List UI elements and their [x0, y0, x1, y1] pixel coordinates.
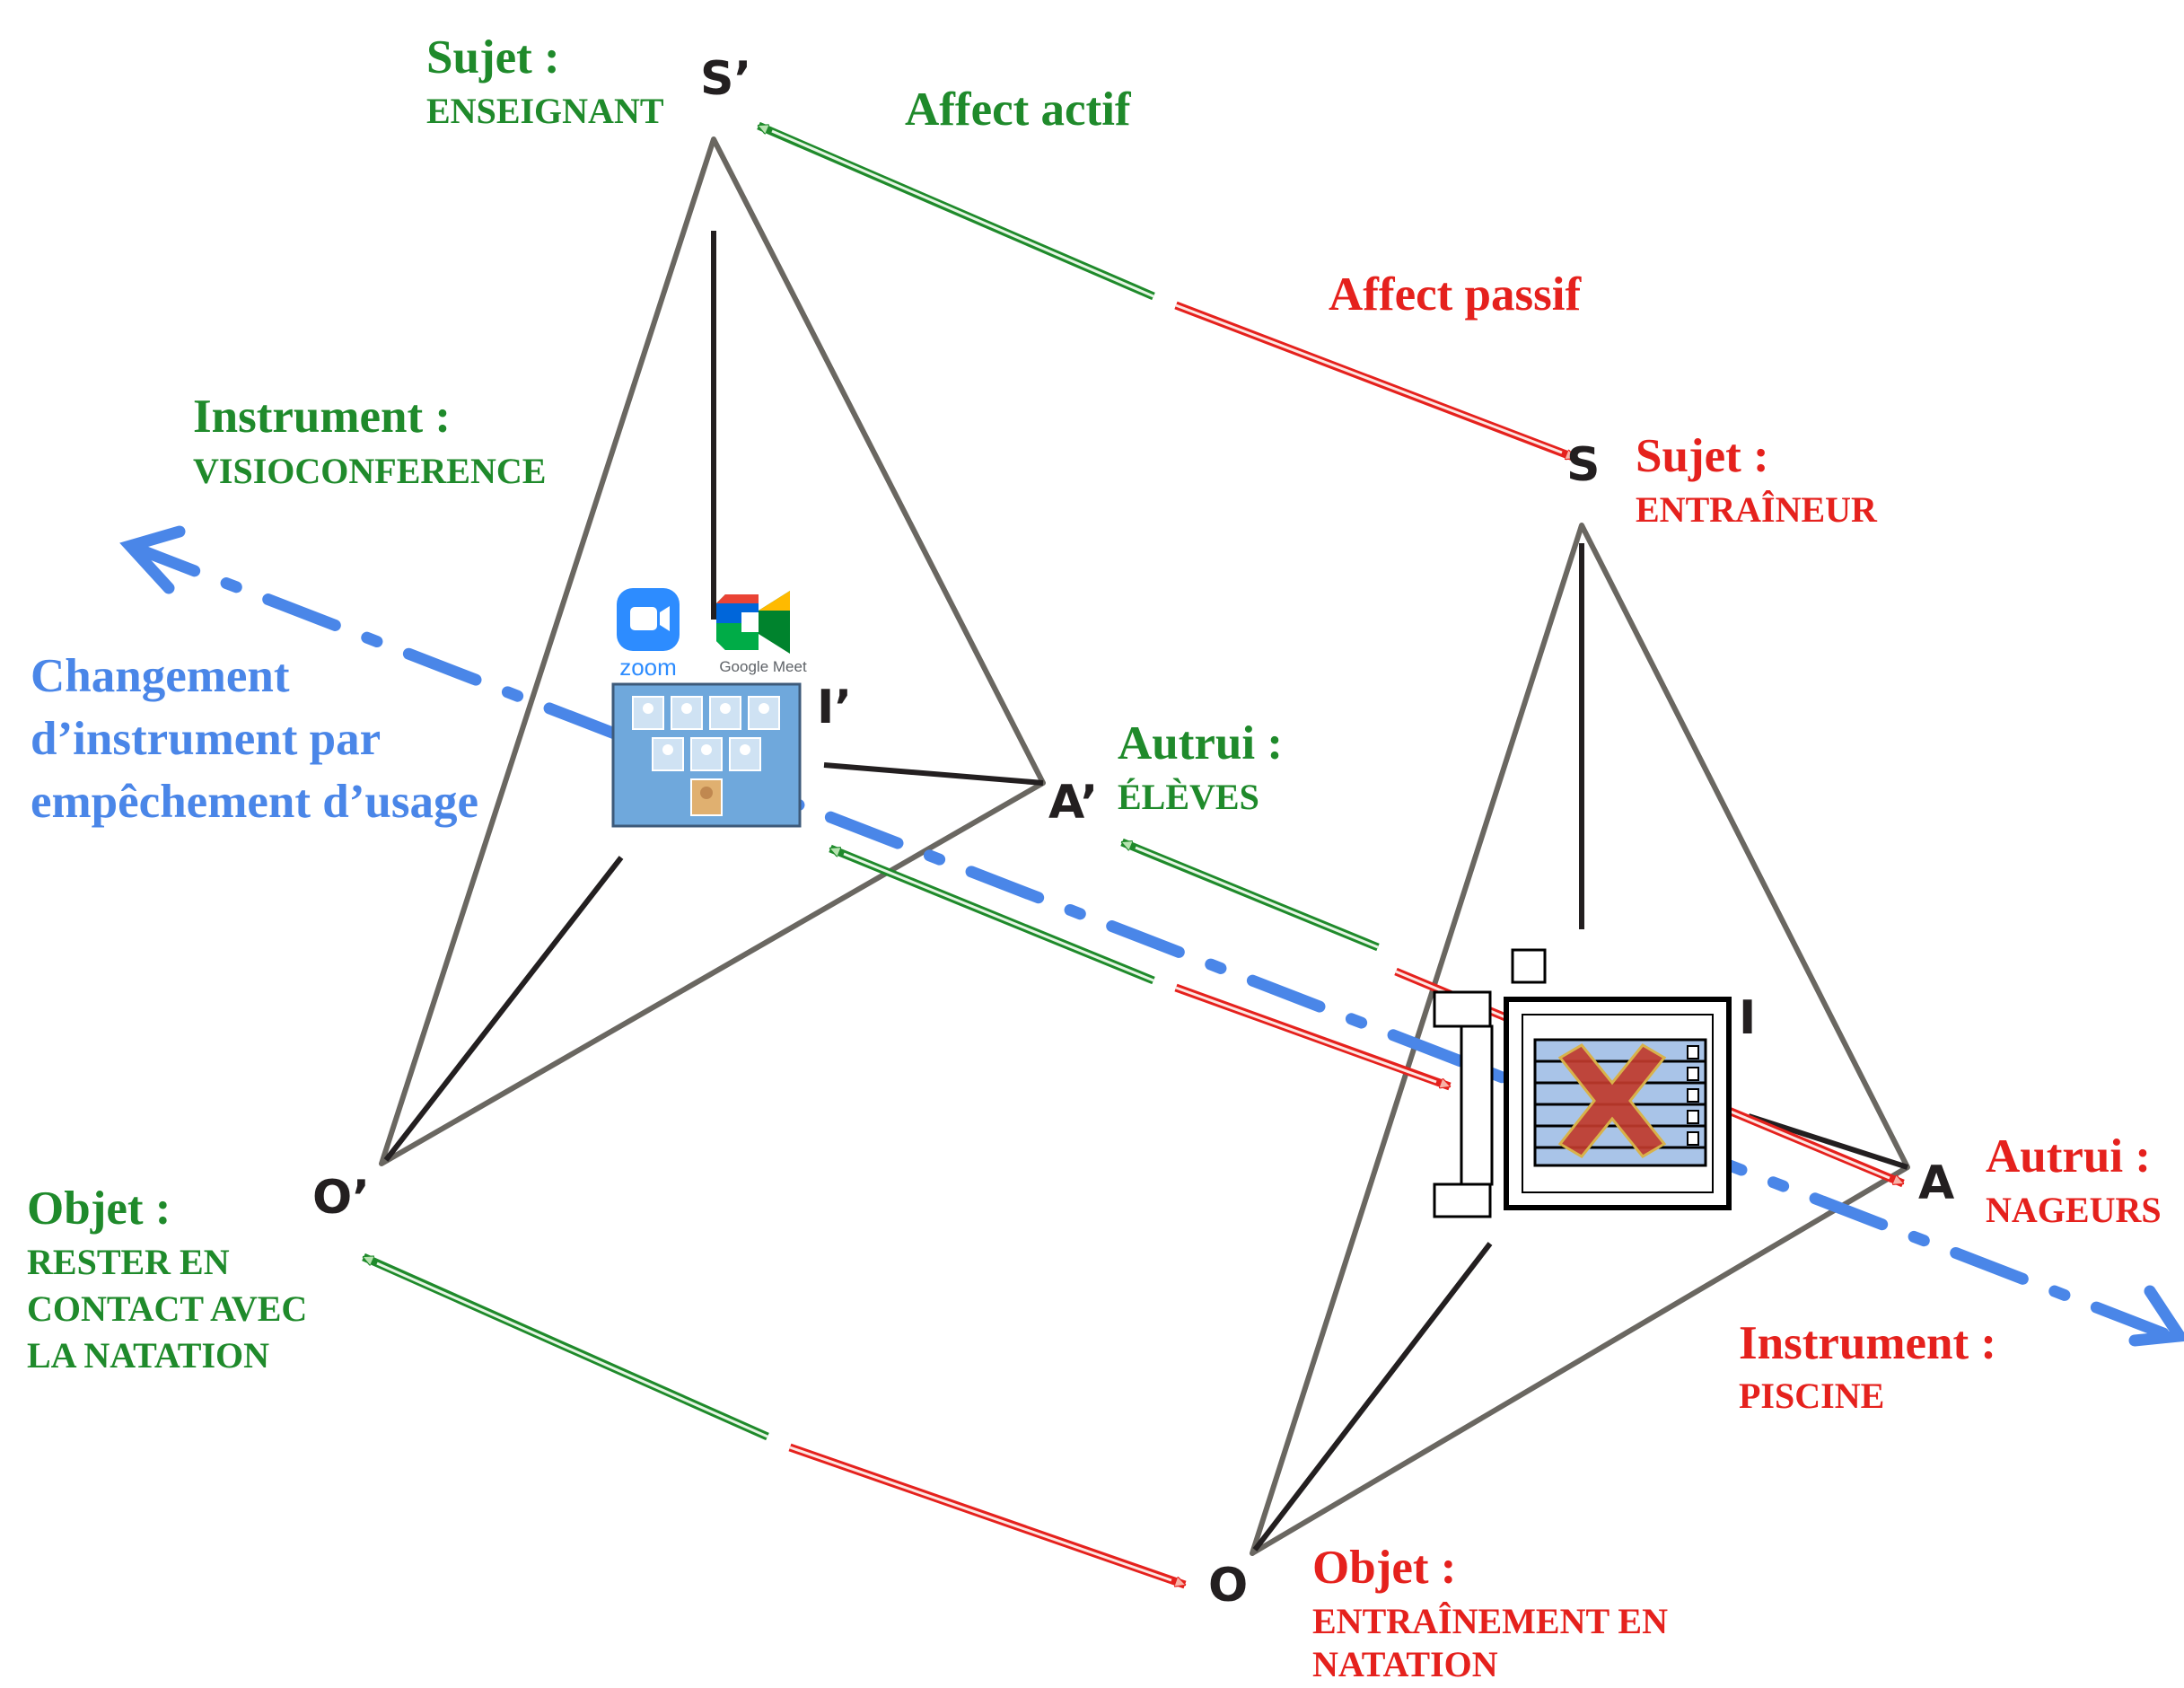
left-edge-i-a	[823, 762, 1044, 786]
left-edge-i-o	[383, 856, 624, 1162]
right-other-title: Autrui :	[1986, 1130, 2152, 1182]
left-tetrahedron	[379, 136, 1046, 1166]
affect-passive-label: Affect passif	[1329, 268, 1582, 321]
svg-text:Google Meet: Google Meet	[719, 658, 807, 675]
right-subject-title: Sujet :	[1636, 430, 1769, 482]
right-other-value: NAGEURS	[1986, 1190, 2162, 1230]
left-other-title: Autrui :	[1118, 717, 1284, 769]
right-edge-i-o	[1252, 1242, 1493, 1552]
vertex-a: A	[1918, 1156, 1955, 1210]
affect-active-label: Affect actif	[905, 84, 1131, 136]
right-instrument-value: PISCINE	[1739, 1376, 1885, 1416]
right-instrument-title: Instrument :	[1739, 1317, 1997, 1369]
left-instrument-value: VISIOCONFERENCE	[193, 451, 547, 491]
vertex-a-prime: A’	[1048, 776, 1099, 830]
change-instrument-label: Changement d’instrument par empêchement …	[31, 650, 478, 828]
zoom-logo-icon: zoom	[617, 588, 680, 681]
video-call-grid-icon	[611, 682, 802, 828]
change-arrow	[119, 525, 2184, 1347]
change-arrowhead-left	[119, 525, 186, 594]
left-object-value-3: LA NATATION	[27, 1335, 270, 1376]
google-meet-logo-icon: Google Meet	[716, 591, 807, 675]
vertex-o: O	[1208, 1559, 1249, 1613]
vertex-o-prime: O’	[312, 1171, 370, 1225]
right-object-value-1: ENTRAÎNEMENT EN	[1312, 1601, 1668, 1641]
left-object-value-2: CONTACT AVEC	[27, 1288, 308, 1329]
left-outer-triangle	[379, 136, 1046, 1166]
affect-arrows	[364, 121, 1903, 1589]
left-object-value-1: RESTER EN	[27, 1242, 230, 1282]
svg-text:zoom: zoom	[619, 654, 677, 681]
right-subject-value: ENTRAÎNEUR	[1636, 489, 1877, 530]
change-arrowhead-right	[2128, 1285, 2184, 1347]
left-other-value: ÉLÈVES	[1118, 777, 1259, 817]
right-edge-i-a	[1748, 1113, 1908, 1170]
vertex-i: I	[1739, 991, 1757, 1045]
vertex-s-prime: S’	[700, 52, 752, 106]
left-object-title: Objet :	[27, 1182, 171, 1235]
right-object-title: Objet :	[1312, 1542, 1457, 1594]
left-instrument-title: Instrument :	[193, 391, 452, 443]
left-subject-value: ENSEIGNANT	[426, 91, 664, 131]
vertex-i-prime: I’	[817, 681, 853, 734]
pool-icon	[1433, 948, 1732, 1218]
vertex-s: S	[1566, 438, 1601, 492]
left-subject-title: Sujet :	[426, 31, 560, 84]
cross-icon	[1557, 1043, 1667, 1158]
right-object-value-2: NATATION	[1312, 1644, 1498, 1684]
